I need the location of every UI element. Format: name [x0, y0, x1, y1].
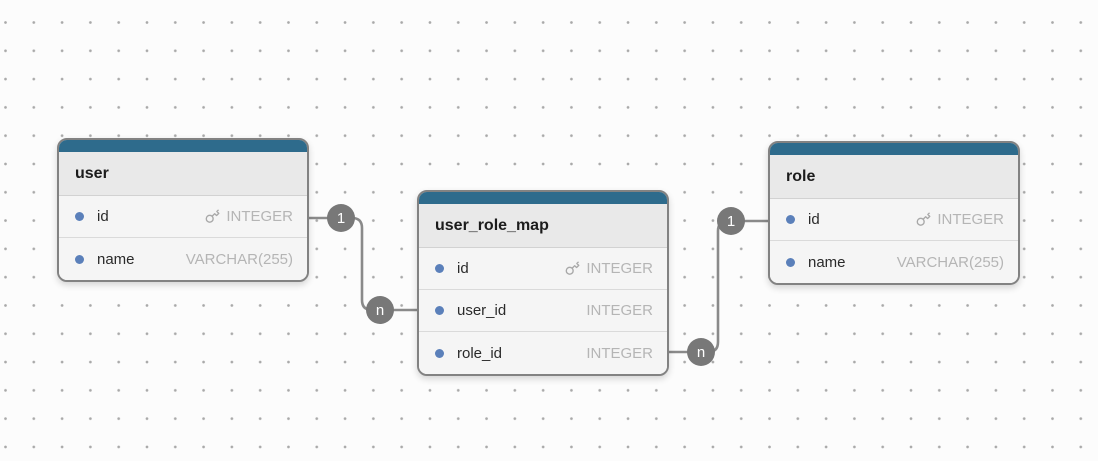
field-name: name [97, 250, 135, 268]
field-type-label: INTEGER [937, 211, 1004, 228]
field-type-label: VARCHAR(255) [896, 253, 1004, 271]
cardinality-badge-one[interactable]: 1 [717, 207, 745, 235]
table-user-role-map[interactable]: user_role_map id INTEGER user_id INTEGER… [417, 190, 669, 376]
table-name: role [786, 167, 816, 185]
table-name: user [75, 164, 109, 182]
cardinality-badge-many[interactable]: n [366, 296, 394, 324]
table-user-role-map-header[interactable]: user_role_map [419, 204, 667, 248]
table-accent-bar [419, 192, 667, 204]
field-name: name [808, 253, 846, 271]
key-icon [916, 212, 931, 226]
field-dot-icon [75, 212, 84, 221]
field-name: id [808, 211, 820, 228]
field-type-label: INTEGER [226, 208, 293, 225]
field-dot-icon [786, 215, 795, 224]
table-role-header[interactable]: role [770, 155, 1018, 199]
field-type-label: INTEGER [586, 344, 653, 362]
field-type: VARCHAR(255) [897, 254, 1004, 271]
field-type: INTEGER [586, 345, 653, 362]
field-name: role_id [457, 344, 503, 362]
key-icon [565, 261, 580, 275]
cardinality-badge-many[interactable]: n [687, 338, 715, 366]
field-name: id [457, 260, 469, 277]
field-type-label: INTEGER [586, 302, 653, 319]
field-row-user-role-map-role-id[interactable]: role_id INTEGER [419, 332, 667, 374]
field-type: INTEGER [586, 302, 653, 319]
table-role[interactable]: role id INTEGER name VARCHAR(255) [768, 141, 1020, 285]
field-dot-icon [786, 257, 795, 267]
field-dot-icon [435, 348, 444, 358]
cardinality-badge-one[interactable]: 1 [327, 204, 355, 232]
field-dot-icon [435, 306, 444, 315]
field-name: user_id [457, 302, 507, 319]
relationship-role-to-user-role-map[interactable] [668, 219, 768, 354]
field-row-user-id[interactable]: id INTEGER [59, 196, 307, 238]
table-accent-bar [770, 143, 1018, 155]
table-accent-bar [59, 140, 307, 152]
field-row-role-id[interactable]: id INTEGER [770, 199, 1018, 241]
relationship-user-to-user-role-map[interactable] [308, 216, 417, 312]
field-row-role-name[interactable]: name VARCHAR(255) [770, 241, 1018, 283]
field-type: INTEGER [205, 208, 293, 225]
table-name: user_role_map [435, 216, 549, 234]
field-type: INTEGER [916, 211, 1004, 228]
field-row-user-role-map-user-id[interactable]: user_id INTEGER [419, 290, 667, 332]
field-type: VARCHAR(255) [186, 251, 293, 268]
field-name: id [97, 208, 109, 225]
field-row-user-role-map-id[interactable]: id INTEGER [419, 248, 667, 290]
field-type: INTEGER [565, 260, 653, 277]
table-user-header[interactable]: user [59, 152, 307, 196]
field-type-label: INTEGER [586, 260, 653, 277]
field-row-user-name[interactable]: name VARCHAR(255) [59, 238, 307, 280]
table-user[interactable]: user id INTEGER name VARCHAR(255) [57, 138, 309, 282]
key-icon [205, 209, 220, 223]
field-dot-icon [435, 264, 444, 273]
field-dot-icon [75, 254, 84, 264]
field-type-label: VARCHAR(255) [185, 250, 293, 268]
